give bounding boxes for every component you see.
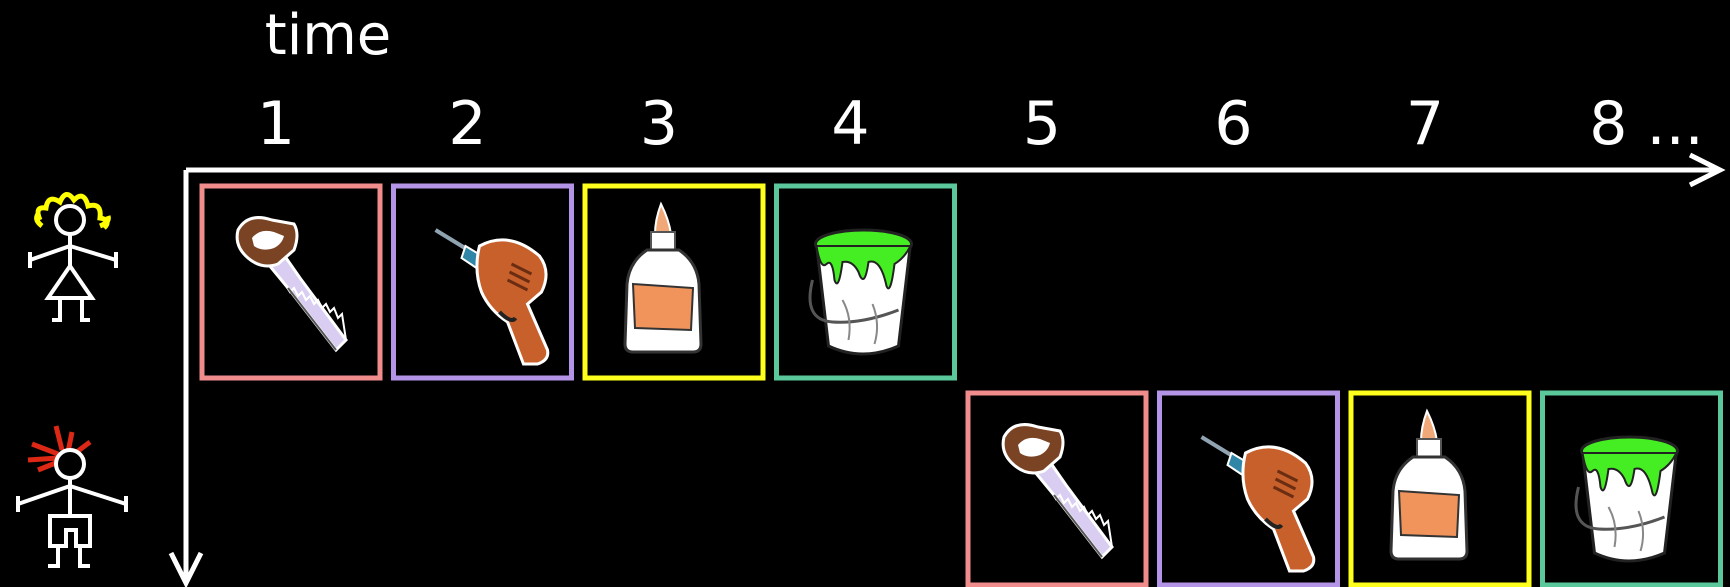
time-tick-7: 7: [1406, 89, 1444, 159]
time-tick-2: 2: [448, 89, 486, 159]
worker-axis: [171, 170, 201, 583]
time-axis: [186, 155, 1720, 185]
time-tick-4: 4: [831, 89, 869, 159]
boy-stick-figure-icon: [18, 426, 126, 566]
task-box-row2-slot7: [1351, 393, 1529, 585]
time-tick-6: 6: [1214, 89, 1252, 159]
task-box-row2-slot6: [1160, 393, 1338, 585]
saw-icon: [237, 218, 346, 350]
time-tick-8: 8 ...: [1589, 89, 1703, 159]
task-box-row1-slot1: [202, 186, 380, 378]
paint-bucket-icon: [1576, 437, 1678, 561]
glue-bottle-icon: [625, 204, 701, 352]
time-label: time: [265, 3, 392, 68]
task-box-row2-slot8: [1543, 393, 1721, 585]
drill-icon: [436, 230, 548, 364]
time-tick-1: 1: [257, 89, 295, 159]
paint-bucket-icon: [810, 230, 912, 354]
time-tick-5: 5: [1023, 89, 1061, 159]
time-ticks: 1 2 3 4 5 6 7 8 ...: [257, 89, 1704, 159]
task-box-row2-slot5: [968, 393, 1146, 585]
saw-icon: [1003, 425, 1112, 557]
drill-icon: [1202, 437, 1314, 571]
task-box-row1-slot2: [394, 186, 572, 378]
time-tick-3: 3: [640, 89, 678, 159]
glue-bottle-icon: [1391, 411, 1467, 559]
task-box-row1-slot4: [777, 186, 955, 378]
girl-stick-figure-icon: [30, 194, 116, 320]
task-box-row1-slot3: [585, 186, 763, 378]
